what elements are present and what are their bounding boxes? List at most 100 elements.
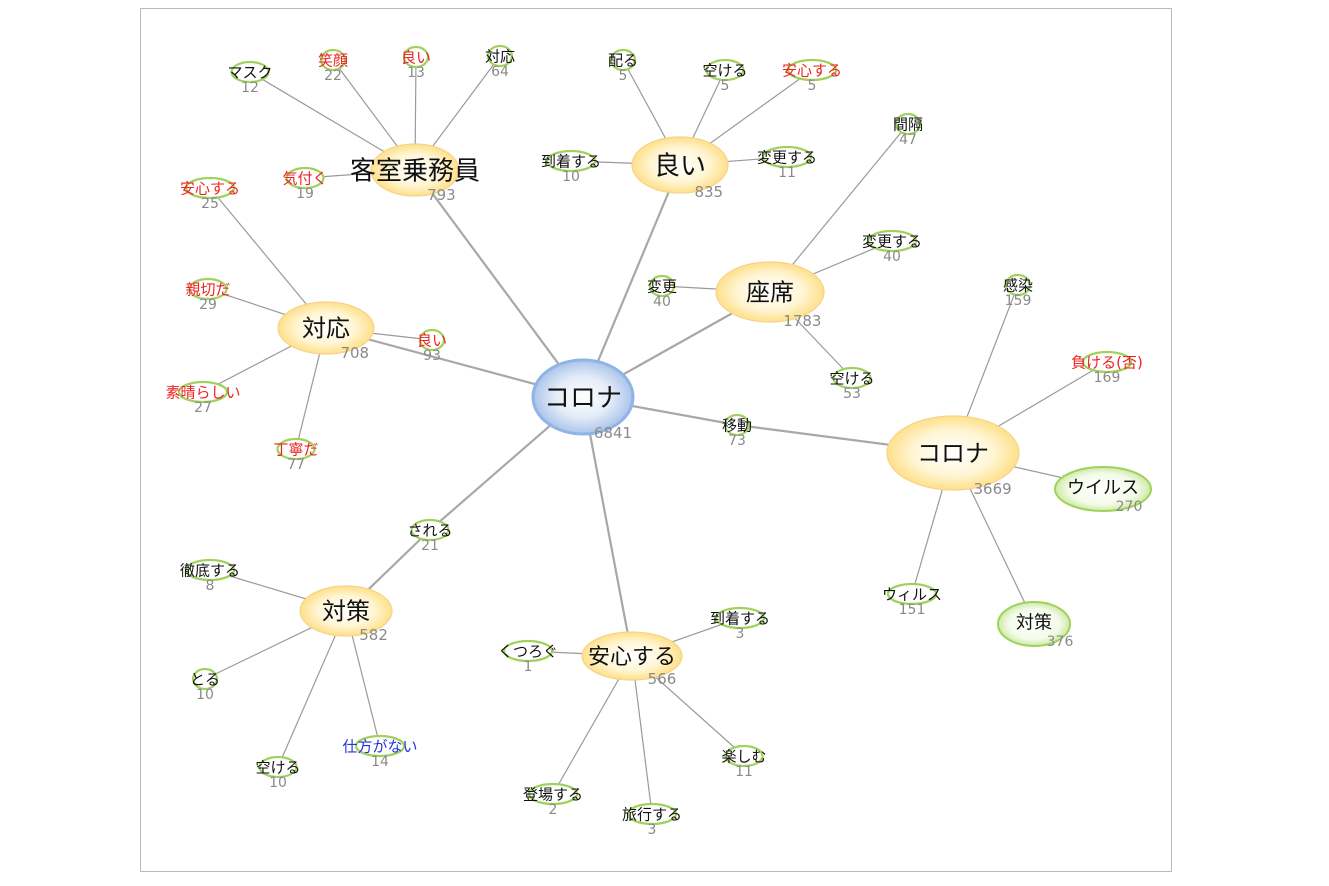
leaf-node-count: 10 bbox=[196, 687, 214, 703]
leaf-node-shape bbox=[418, 328, 446, 352]
leaf-node-count: 25 bbox=[201, 196, 219, 212]
leaf-node-count: 151 bbox=[899, 602, 926, 618]
leaf-node-shape bbox=[886, 582, 938, 606]
leaf-node[interactable]: 負ける(否)169 bbox=[1071, 350, 1143, 386]
leaf-node-label: 旅行する bbox=[622, 805, 682, 823]
leaf-node-count: 10 bbox=[269, 775, 287, 791]
leaf-node-label: 気付く bbox=[282, 169, 327, 187]
leaf-node-count: 13 bbox=[407, 65, 425, 81]
leaf-node-count: 8 bbox=[206, 578, 215, 594]
leaf-node-shape bbox=[705, 58, 745, 82]
hub-node-label: 客室乗務員 bbox=[350, 156, 480, 186]
leaf-node-shape bbox=[724, 744, 764, 768]
leaf-node-shape bbox=[1004, 273, 1032, 297]
leaf-node-label: 良い bbox=[417, 331, 447, 349]
leaf-node-count: 3 bbox=[736, 626, 745, 642]
leaf-node-label: 良い bbox=[401, 48, 431, 66]
leaf-node-count: 93 bbox=[423, 348, 441, 364]
leaf-node-label: ウィルス bbox=[882, 585, 942, 603]
hub-node-count: 1783 bbox=[783, 312, 821, 330]
leaf-node-shape bbox=[184, 176, 236, 200]
leaf-node-shape bbox=[723, 413, 751, 437]
leaf-node-shape bbox=[626, 802, 678, 826]
leaf-node-shape bbox=[609, 48, 637, 72]
leaf-node-shape bbox=[832, 366, 872, 390]
leaf-node-label: 変更する bbox=[862, 232, 922, 250]
hub-node-shape bbox=[886, 415, 1020, 491]
leaf-node-shape bbox=[894, 112, 922, 136]
leaf-node-shape bbox=[230, 60, 270, 84]
leaf-node-label: 徹底する bbox=[180, 561, 240, 579]
leaf-node-label: 配る bbox=[608, 51, 638, 69]
leaf-node-label: 変更する bbox=[757, 148, 817, 166]
leaf-node-label: 親切だ bbox=[185, 280, 230, 298]
hub-node-count: 835 bbox=[694, 183, 723, 201]
hub-node-label: 安心する bbox=[588, 645, 676, 670]
leaf-node-count: 5 bbox=[721, 78, 730, 94]
hub-node-count: 566 bbox=[648, 670, 677, 688]
hub-node-shape bbox=[631, 136, 729, 194]
leaf-node-label: ウイルス bbox=[1067, 477, 1139, 498]
leaf-node[interactable]: 配る5 bbox=[608, 48, 638, 84]
leaf-node-shape bbox=[714, 606, 766, 630]
leaf-node-count: 11 bbox=[778, 165, 796, 181]
leaf-node-shape bbox=[997, 601, 1071, 647]
leaf-node-label: 対応 bbox=[485, 47, 515, 65]
leaf-node-shape bbox=[486, 44, 514, 68]
hub-node-count: 793 bbox=[427, 186, 456, 204]
leaf-node-label: 間隔 bbox=[893, 115, 923, 133]
leaf-node-label: 素晴らしい bbox=[165, 383, 240, 401]
leaf-node-label: 笑顔 bbox=[318, 51, 348, 69]
edge-h_zaseki-child bbox=[769, 123, 909, 293]
hub-node[interactable]: 座席 1783 bbox=[715, 261, 825, 330]
leaf-node-shape bbox=[276, 437, 316, 461]
hub-node-label: 座席 bbox=[746, 279, 794, 307]
leaf-node-shape bbox=[786, 58, 838, 82]
hub-node-label: コロナ bbox=[917, 440, 989, 468]
leaf-node-count: 11 bbox=[735, 764, 753, 780]
leaf-node-label: 空ける bbox=[702, 61, 747, 79]
leaf-node-shape bbox=[402, 45, 430, 69]
